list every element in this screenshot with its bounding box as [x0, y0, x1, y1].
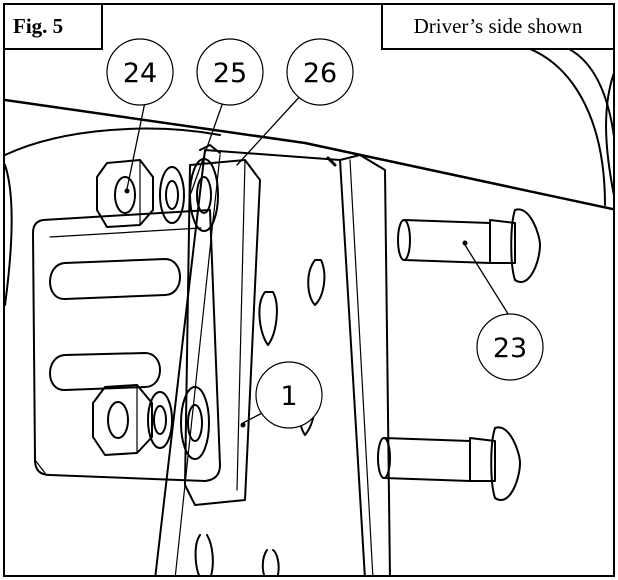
leader-dot-24 — [124, 188, 130, 194]
callout-23: 23 — [476, 313, 544, 381]
upper-carriage-bolt — [397, 208, 541, 283]
lower-fastener-stack — [92, 384, 210, 460]
leader-dot-1 — [240, 422, 246, 428]
upper-fastener-stack — [96, 158, 219, 232]
callout-leaders — [126, 92, 511, 424]
spacer-plate — [184, 159, 261, 506]
figure-frame: 24 25 26 23 1 Fig. 5 Driver’s side shown — [3, 3, 615, 577]
callout-25: 25 — [196, 38, 264, 106]
leader-25 — [190, 101, 224, 194]
leader-26 — [236, 92, 304, 166]
callout-label: 1 — [280, 381, 297, 412]
bracket-plate — [32, 209, 221, 482]
callout-1: 1 — [255, 361, 323, 429]
frame-tube — [5, 46, 613, 306]
main-plate — [154, 144, 391, 575]
callout-label: 26 — [303, 58, 337, 89]
assembly-drawing: 24 25 26 23 1 — [5, 38, 613, 575]
figure-label: Fig. 5 — [5, 5, 103, 50]
leader-dot-23 — [462, 240, 468, 246]
callout-24: 24 — [106, 38, 174, 106]
lower-carriage-bolt — [377, 426, 521, 501]
leader-23 — [464, 244, 511, 318]
view-note: Driver’s side shown — [381, 5, 613, 50]
callout-label: 23 — [493, 333, 527, 364]
callout-26: 26 — [286, 38, 354, 106]
callout-label: 24 — [123, 58, 157, 89]
leader-24 — [126, 101, 146, 190]
callout-label: 25 — [213, 58, 247, 89]
